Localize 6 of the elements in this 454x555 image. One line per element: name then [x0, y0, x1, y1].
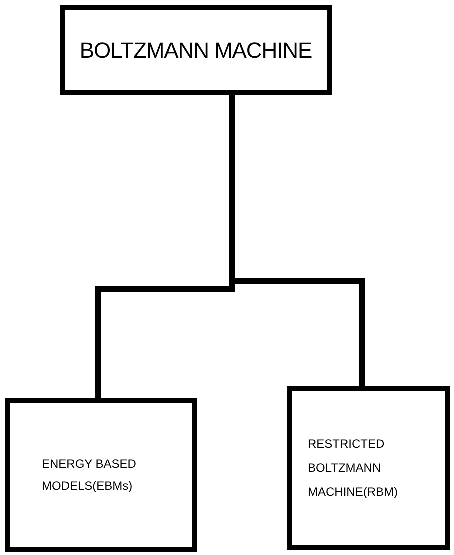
- box-label: ENERGY BASED MODELS(EBMs): [42, 456, 138, 495]
- box: [5, 398, 197, 552]
- box-label: RESTRICTED BOLTZMANN MACHINE(RBM): [308, 436, 399, 501]
- box: [287, 386, 450, 550]
- box-label: BOLTZMANN MACHINE: [80, 36, 312, 64]
- box: [60, 5, 332, 95]
